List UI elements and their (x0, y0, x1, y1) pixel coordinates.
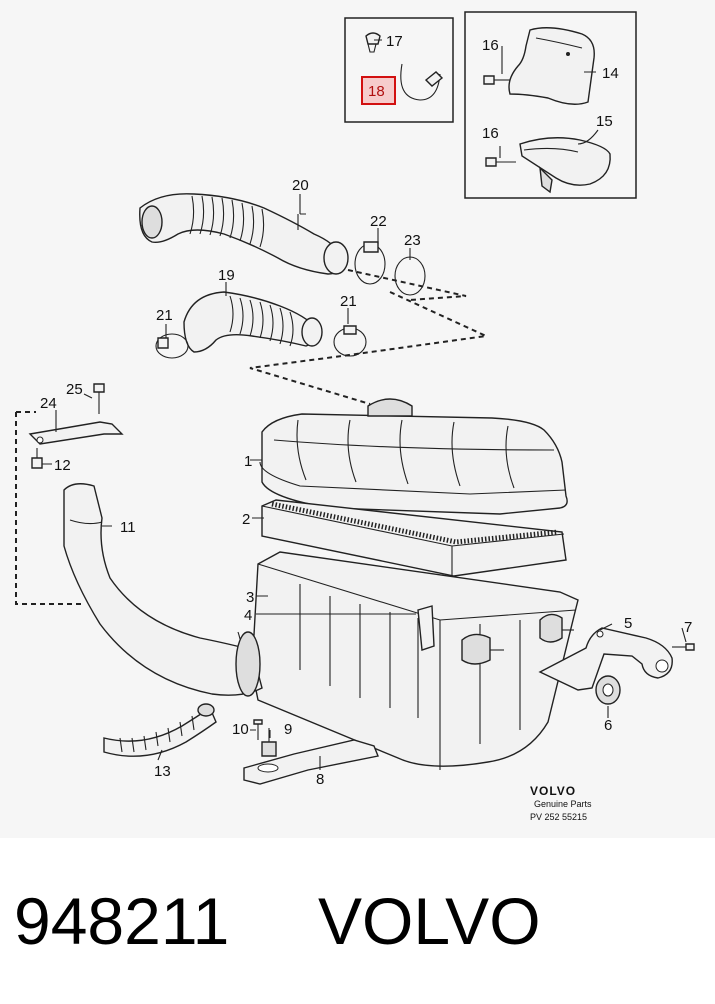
label-22: 22 (370, 213, 387, 230)
part-25-bolt (93, 383, 105, 414)
label-15: 15 (596, 113, 613, 130)
part-8-base-bracket (243, 739, 379, 785)
part-number-caption: 948211 (14, 884, 230, 958)
label-4: 4 (244, 607, 252, 624)
part-2-filter-element (261, 499, 567, 577)
part-5-mounting-bracket (538, 627, 673, 691)
part-16-bolt-lower (485, 157, 516, 167)
label-3: 3 (246, 589, 254, 606)
part-7-screw (672, 643, 695, 651)
part-13-flexible-hose (103, 703, 217, 757)
label-6: 6 (604, 717, 612, 734)
connection-guide-upper (249, 269, 490, 405)
part-17-clip (365, 32, 381, 53)
label-20: 20 (292, 177, 309, 194)
part-21-clamp-right (333, 325, 367, 357)
parts-diagram: 1 2 3 4 5 6 7 8 9 10 11 12 13 14 15 16 1… (15, 11, 695, 822)
label-25: 25 (66, 381, 83, 398)
part-20-intake-hose (139, 193, 349, 275)
part-4-retaining-clip (417, 605, 435, 651)
label-23: 23 (404, 232, 421, 249)
stamp-genuine-parts: Genuine Parts (534, 799, 592, 809)
label-17: 17 (386, 33, 403, 50)
connection-guide-left (15, 411, 84, 605)
label-24: 24 (40, 395, 57, 412)
brand-caption: VOLVO (318, 884, 541, 958)
part-6-rubber-grommet (595, 675, 621, 705)
part-21-clamp-left (155, 333, 189, 359)
label-7: 7 (684, 619, 692, 636)
genuine-parts-stamp: VOLVO Genuine Parts PV 252 55215 (530, 784, 592, 822)
part-12-bolt (31, 448, 43, 469)
caption-bar: 948211 VOLVO (0, 876, 715, 976)
label-2: 2 (242, 511, 250, 528)
part-11-air-duct (63, 483, 263, 697)
part-14-heat-shield (508, 27, 595, 105)
label-16-lower: 16 (482, 125, 499, 142)
label-8: 8 (316, 771, 324, 788)
label-14: 14 (602, 65, 619, 82)
part-18-highlight-box (361, 76, 396, 105)
part-18-cable-tie (400, 63, 444, 101)
stamp-brand: VOLVO (530, 784, 576, 798)
label-21-right: 21 (340, 293, 357, 310)
leader-lines (42, 39, 687, 770)
stamp-part-code: PV 252 55215 (530, 812, 587, 822)
label-19: 19 (218, 267, 235, 284)
part-1-filter-cover (259, 398, 568, 515)
inset-box-clip (344, 17, 454, 123)
label-9: 9 (284, 721, 292, 738)
part-number-labels: 1 2 3 4 5 6 7 8 9 10 11 12 13 14 15 16 1… (40, 33, 692, 788)
exploded-view-drawing: 1 2 3 4 5 6 7 8 9 10 11 12 13 14 15 16 1… (15, 11, 695, 822)
label-21-left: 21 (156, 307, 173, 324)
part-16-bolt-upper (483, 75, 510, 85)
part-9-rubber-mount (261, 728, 277, 757)
label-16-upper: 16 (482, 37, 499, 54)
part-10-screw (253, 719, 263, 740)
part-23-seal-ring (394, 256, 426, 296)
label-5: 5 (624, 615, 632, 632)
inset-box-shields (464, 11, 637, 199)
part-3-filter-housing (251, 551, 579, 770)
part-15-shield (519, 137, 611, 194)
label-1: 1 (244, 453, 252, 470)
label-12: 12 (54, 457, 71, 474)
label-13: 13 (154, 763, 171, 780)
part-24-bracket (28, 421, 124, 445)
label-18: 18 (368, 83, 385, 100)
label-11: 11 (120, 519, 136, 536)
label-10: 10 (232, 721, 249, 738)
part-22-hose-clamp (354, 241, 386, 285)
part-19-bellows-hose (183, 291, 323, 353)
